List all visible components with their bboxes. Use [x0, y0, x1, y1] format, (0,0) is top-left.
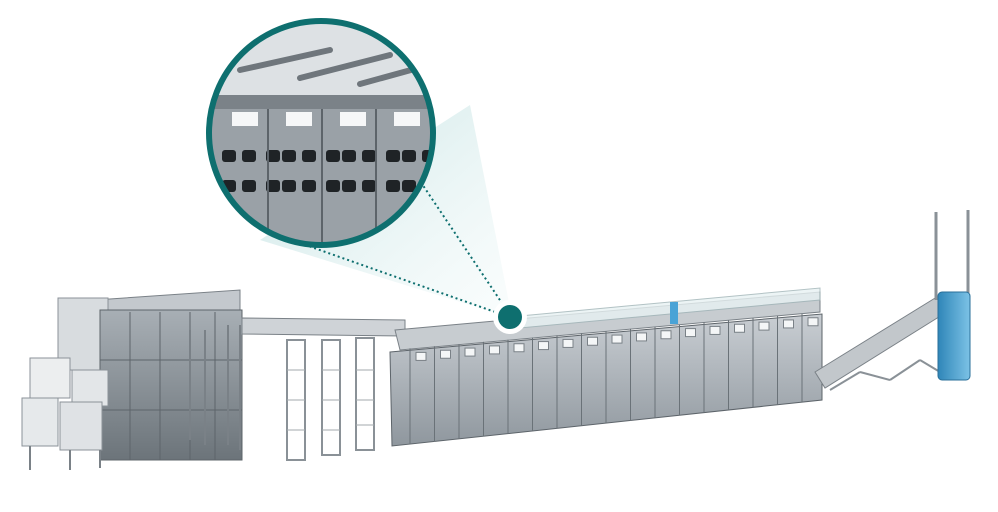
lens-slot — [342, 180, 356, 192]
left-box-lower — [21, 397, 59, 447]
central-window — [415, 351, 427, 361]
central-window — [807, 317, 819, 327]
central-window — [440, 349, 451, 359]
lens-slot — [342, 150, 356, 162]
left-machine-assembly — [21, 289, 243, 470]
central-window — [538, 341, 549, 351]
right-incline-conveyor — [814, 210, 971, 391]
bridge-ladder-rungs — [287, 369, 374, 431]
left-box-front — [59, 401, 103, 451]
central-window — [709, 325, 721, 335]
central-window — [513, 343, 525, 353]
lens-slot — [386, 150, 400, 162]
blue-hopper — [937, 291, 971, 381]
lens-slot — [326, 150, 340, 162]
bridge-deck — [241, 317, 406, 337]
central-window — [685, 328, 696, 338]
lens-slot — [282, 180, 296, 192]
lens-window — [394, 112, 420, 126]
central-window — [464, 347, 476, 357]
lens-slot — [302, 180, 316, 192]
central-window — [758, 321, 770, 331]
magnifier-beam-edge-top — [417, 177, 513, 319]
central-window — [734, 323, 745, 333]
lens-slot — [242, 150, 256, 162]
lens-slot — [302, 150, 316, 162]
lens-slot — [282, 150, 296, 162]
lens-slot — [402, 150, 416, 162]
lens-slot — [402, 180, 416, 192]
central-window — [489, 345, 500, 355]
bridge-conveyor — [241, 317, 406, 461]
central-window — [562, 338, 574, 348]
incline-supports — [829, 359, 941, 391]
lens-slot — [386, 180, 400, 192]
lens-slot — [326, 180, 340, 192]
central-blue-accent — [670, 302, 678, 324]
central-window — [587, 336, 598, 346]
focus-dot — [498, 305, 522, 329]
lens-slot — [242, 180, 256, 192]
bridge-ladders — [286, 337, 375, 461]
lens-top-beam — [209, 95, 433, 109]
lens-panel-seams — [267, 109, 377, 245]
lens-slot — [266, 180, 280, 192]
central-window — [783, 319, 794, 329]
central-window — [611, 334, 623, 344]
lens-ring — [206, 18, 436, 248]
left-box-mid — [71, 369, 109, 407]
lens-slot — [362, 150, 376, 162]
left-box-upper — [29, 357, 71, 399]
lens-slot — [266, 150, 280, 162]
central-window — [660, 330, 672, 340]
lens-window — [286, 112, 312, 126]
lens-window — [340, 112, 366, 126]
lens-slot — [222, 150, 236, 162]
central-panel-dividers — [409, 313, 803, 445]
left-main-housing — [99, 309, 243, 461]
lens-window — [232, 112, 258, 126]
central-window-row — [415, 317, 819, 361]
incline-belt — [814, 294, 951, 389]
central-long-machine — [389, 287, 823, 447]
central-window — [636, 332, 647, 342]
left-frame-legs — [29, 325, 241, 470]
lens-slot — [362, 180, 376, 192]
